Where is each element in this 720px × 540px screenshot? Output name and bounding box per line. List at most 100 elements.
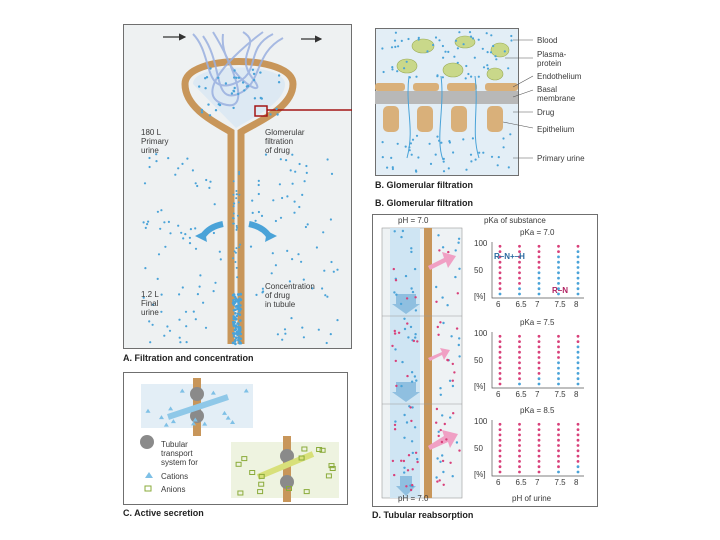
chart-point xyxy=(537,428,541,431)
drug-dot xyxy=(144,226,147,229)
drug-dot xyxy=(494,55,497,58)
drug-dot xyxy=(452,151,455,154)
chart-point xyxy=(576,377,580,381)
neutral-dot xyxy=(450,335,453,338)
drug-dot xyxy=(393,39,397,42)
chart-point xyxy=(518,255,521,259)
drug-dot xyxy=(277,81,281,84)
chart-point xyxy=(576,340,580,343)
chart-point xyxy=(576,287,580,291)
caption-d: D. Tubular reabsorption xyxy=(372,510,474,520)
drug-dot xyxy=(251,211,254,214)
drug-dot xyxy=(234,251,237,254)
drug-dot xyxy=(490,34,493,37)
neutral-dot xyxy=(441,414,444,417)
drug-dot xyxy=(386,166,389,169)
drug-dot xyxy=(177,224,180,227)
drug-dot xyxy=(184,233,187,236)
drug-dot xyxy=(404,145,407,148)
legend-plasma: Plasma- xyxy=(537,50,567,59)
chart-point xyxy=(576,382,580,386)
ionized-dot xyxy=(451,362,454,366)
drug-dot xyxy=(447,50,450,53)
chart-point xyxy=(518,250,521,253)
drug-dot xyxy=(191,169,194,172)
ionized-dot xyxy=(393,329,396,333)
drug-dot xyxy=(411,138,415,141)
drug-dot xyxy=(159,227,162,230)
neutral-dot xyxy=(454,249,457,252)
drug-dot xyxy=(143,182,147,185)
drug-dot xyxy=(233,69,236,72)
anion-symbol xyxy=(298,455,305,461)
drug-dot xyxy=(168,329,172,332)
drug-dot xyxy=(236,276,239,279)
neutral-dot xyxy=(442,470,445,474)
ionized-dot xyxy=(393,332,397,335)
chart-point xyxy=(498,266,502,269)
chart-point xyxy=(576,334,580,338)
drug-dot xyxy=(246,84,250,88)
drug-dot xyxy=(391,167,394,171)
drug-dot xyxy=(142,221,145,224)
panel-d-drawing xyxy=(372,214,598,507)
drug-dot xyxy=(503,50,506,53)
drug-dot xyxy=(188,236,191,239)
neutral-dot xyxy=(435,476,438,479)
drug-dot xyxy=(199,274,202,277)
anion-symbol xyxy=(241,456,248,462)
chart-point xyxy=(498,340,502,343)
chart-axis xyxy=(491,420,584,477)
primary-label: Primary xyxy=(141,137,169,146)
drug-dot xyxy=(209,180,212,183)
neutral-dot xyxy=(410,440,414,443)
drug-dot xyxy=(254,219,257,222)
drug-dot xyxy=(289,169,292,172)
cation-symbol xyxy=(222,410,228,415)
neutral-dot xyxy=(399,302,403,306)
chart-point xyxy=(537,282,541,285)
ionized-dot xyxy=(458,449,461,452)
drug-dot xyxy=(444,50,447,53)
drug-dot xyxy=(257,179,260,182)
neutral-dot xyxy=(393,291,396,294)
drug-dot xyxy=(323,269,326,272)
drug-dot xyxy=(232,89,235,93)
drug-dot xyxy=(428,142,431,145)
drug-dot xyxy=(208,186,211,189)
drug-dot xyxy=(509,133,512,136)
drug-dot xyxy=(236,312,240,316)
caption-c: C. Active secretion xyxy=(123,508,204,518)
drug-dot xyxy=(305,171,308,174)
chart-point xyxy=(576,454,580,458)
neutral-dot xyxy=(403,471,406,474)
drug-dot xyxy=(192,310,195,313)
chart-point xyxy=(557,460,560,463)
neutral-dot xyxy=(400,384,403,388)
drug-dot xyxy=(269,113,272,116)
x-tick-label: 6 xyxy=(496,300,501,309)
ionized-dot xyxy=(394,279,398,282)
x-tick-label: 7.5 xyxy=(554,478,566,487)
neutral-dot xyxy=(458,355,461,358)
drug-dot xyxy=(233,250,236,253)
drug-dot xyxy=(239,337,242,341)
ionized-dot xyxy=(410,419,413,423)
neutral-dot xyxy=(455,441,459,444)
chart-point xyxy=(576,271,580,275)
drug-dot xyxy=(155,160,158,163)
drug-dot xyxy=(236,330,239,333)
chart-point xyxy=(576,292,580,296)
drug-dot xyxy=(198,285,201,288)
anion-symbol xyxy=(325,473,332,479)
chart-point xyxy=(537,356,541,359)
drug-dot xyxy=(234,308,237,312)
drug-dot xyxy=(272,199,275,202)
neutral-dot xyxy=(411,406,414,409)
chart-point xyxy=(537,260,541,264)
ionized-dot xyxy=(411,468,414,471)
ionized-dot xyxy=(412,339,416,343)
ionized-dot xyxy=(439,321,442,324)
drug-dot xyxy=(217,103,220,106)
ionized-dot xyxy=(392,267,395,271)
